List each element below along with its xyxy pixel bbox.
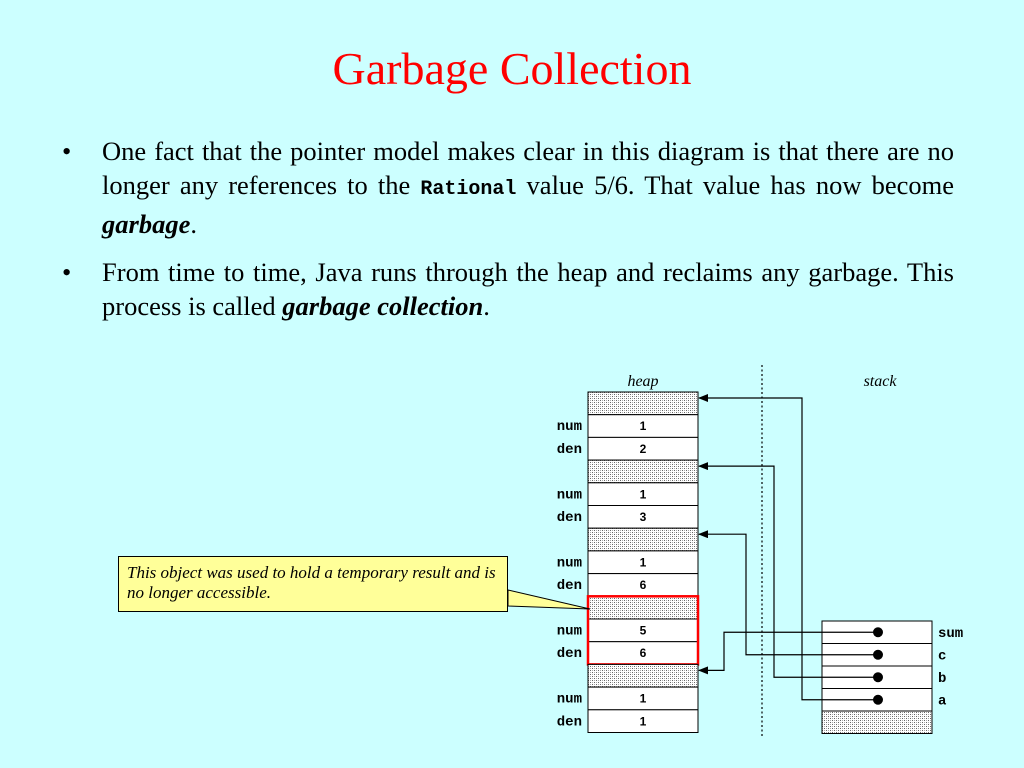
- bullet-dot-icon: •: [62, 257, 72, 287]
- bullet-text: value 5/6. That value has now become: [516, 170, 954, 200]
- bullet-item: • One fact that the pointer model makes …: [62, 134, 954, 241]
- reference-arrows: [698, 394, 878, 701]
- object-header: [587, 663, 699, 688]
- num-label: num: [557, 624, 582, 640]
- callout-pointer: [507, 589, 591, 610]
- num-label: num: [557, 487, 582, 503]
- reference-arrow: [698, 462, 878, 678]
- num-label: num: [557, 692, 582, 708]
- den-label: den: [557, 442, 582, 458]
- num-value: 1: [640, 487, 647, 501]
- den-label: den: [557, 578, 582, 594]
- den-value: 6: [640, 578, 647, 592]
- bullet-list: • One fact that the pointer model makes …: [62, 134, 954, 337]
- stack-var-label: sum: [938, 626, 963, 642]
- den-label: den: [557, 646, 582, 662]
- bullet-text: From time to time, Java runs through the…: [102, 257, 954, 321]
- num-value: 1: [640, 555, 647, 569]
- object-header: [587, 391, 699, 416]
- reference-arrow: [698, 394, 878, 701]
- num-value: 1: [640, 692, 647, 706]
- bullet-dot-icon: •: [62, 136, 72, 166]
- den-label: den: [557, 714, 582, 730]
- stack-var-label: c: [938, 649, 946, 665]
- bullet-item: • From time to time, Java runs through t…: [62, 255, 954, 323]
- reference-arrow: [698, 631, 878, 675]
- heap-label: heap: [627, 373, 658, 390]
- den-value: 6: [640, 646, 647, 660]
- emphasis-text: garbage collection: [282, 291, 484, 321]
- num-label: num: [557, 419, 582, 435]
- code-text: Rational: [420, 178, 517, 201]
- stack-frame-header: [821, 710, 933, 734]
- num-label: num: [557, 555, 582, 571]
- object-header: [587, 595, 699, 620]
- num-value: 1: [640, 419, 647, 433]
- reference-arrow: [698, 530, 878, 656]
- den-label: den: [557, 510, 582, 526]
- bullet-text: .: [190, 209, 197, 239]
- slide-title: Garbage Collection: [332, 43, 692, 94]
- stack-var-label: a: [938, 694, 947, 710]
- num-value: 5: [640, 624, 647, 638]
- bullet-text: One fact that the pointer model makes cl…: [102, 136, 954, 200]
- bullet-text: .: [483, 291, 490, 321]
- garbage-callout: This object was used to hold a temporary…: [118, 556, 508, 612]
- den-value: 2: [640, 442, 647, 456]
- den-cell: [587, 709, 699, 733]
- den-value: 1: [640, 714, 647, 728]
- object-header: [587, 459, 699, 484]
- den-value: 3: [640, 510, 647, 524]
- object-header: [587, 527, 699, 552]
- heap-objects: 1 2 num den 1 3 num den 1 6 num den 5 6 num den 1 1 num den: [557, 391, 700, 733]
- emphasis-text: garbage: [102, 209, 191, 239]
- stack-var-label: b: [938, 671, 946, 687]
- stack-label: stack: [864, 373, 898, 390]
